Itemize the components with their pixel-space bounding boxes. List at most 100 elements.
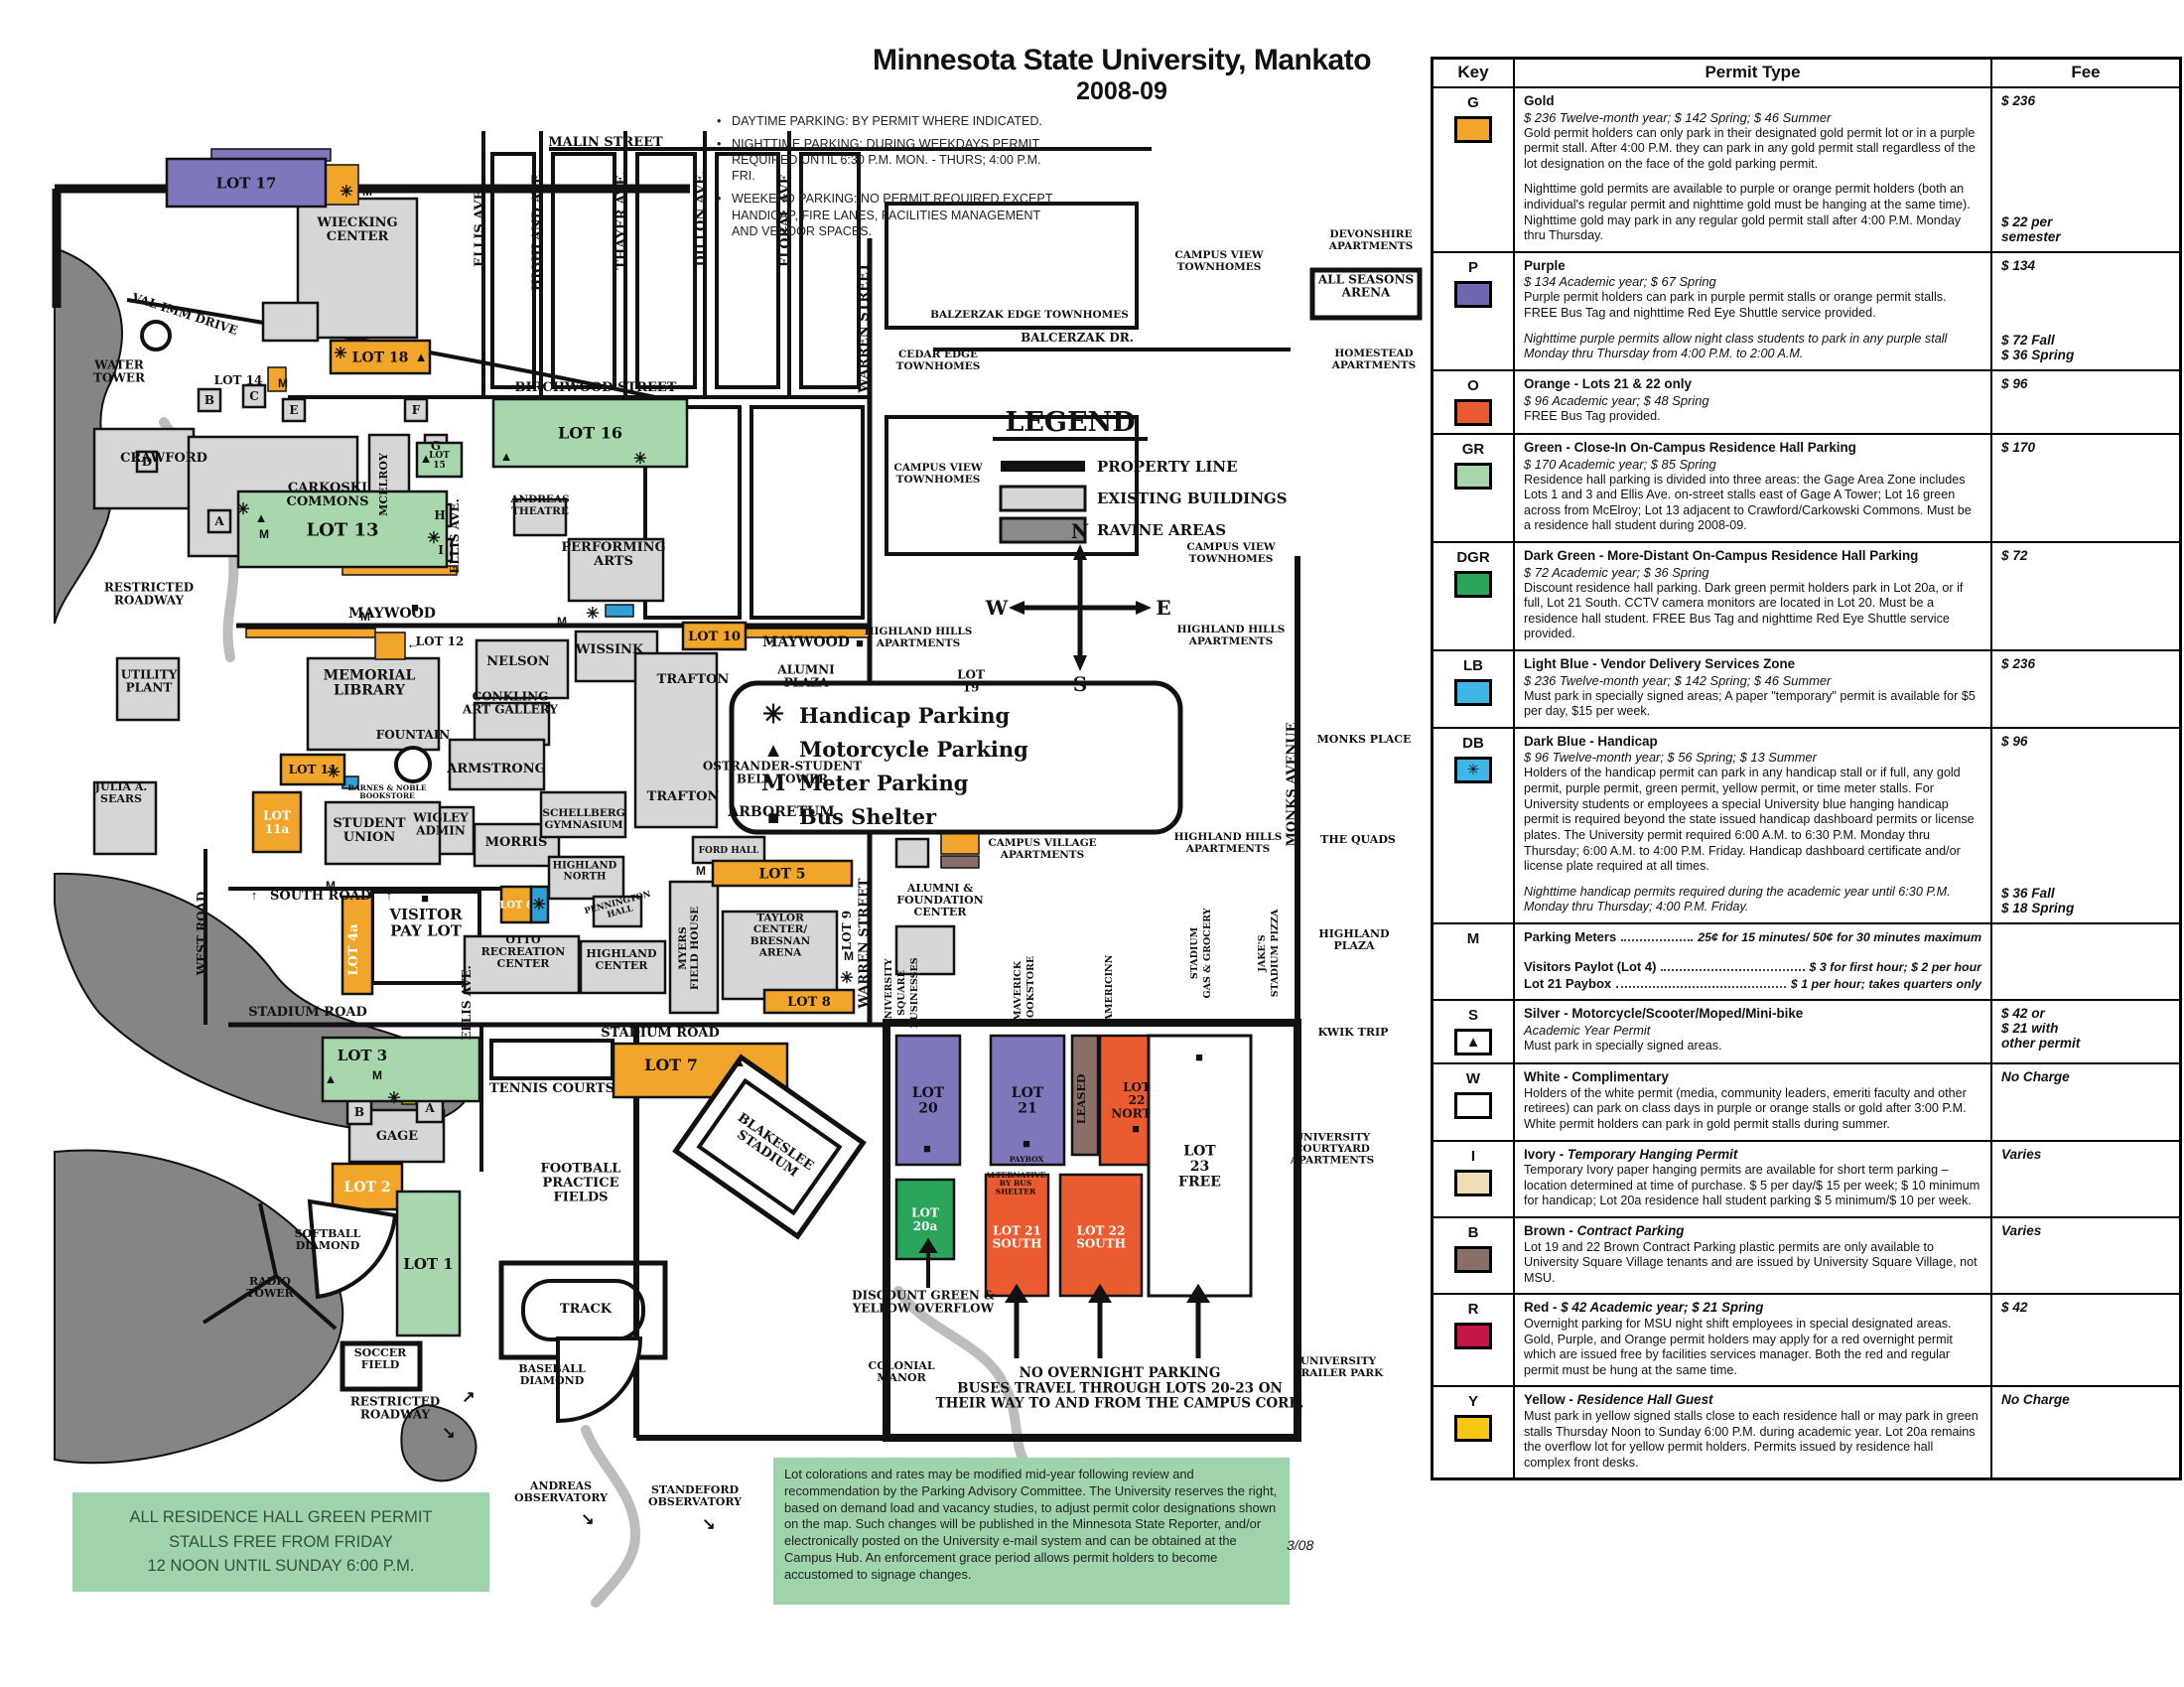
lot-colorations-note: Lot colorations and rates may be modifie…	[773, 1458, 1290, 1605]
permit-key-letter: GR	[1461, 440, 1485, 458]
permit-description-cell: Silver - Motorcycle/Scooter/Moped/Mini-b…	[1513, 1001, 1990, 1063]
fee-value: $ 72	[2001, 547, 2028, 563]
map-label: M	[696, 864, 706, 878]
permit-title: Light Blue - Vendor Delivery Services Zo…	[1524, 656, 1796, 672]
building	[135, 450, 159, 474]
map-label: ARMSTRONG	[446, 762, 545, 776]
building	[473, 701, 551, 747]
parking-lot-label: LOT 3	[338, 1047, 387, 1064]
map-label: ELLIS AVE.	[448, 498, 462, 574]
motorcycle-icon: ▲	[325, 1071, 338, 1086]
handicap-icon: ✳	[427, 530, 440, 547]
map-label: ↑	[251, 888, 258, 903]
permit-title: Gold	[1524, 93, 1555, 108]
building	[115, 656, 181, 722]
compass-north: N	[1071, 519, 1089, 543]
permit-description-cell: Gold$ 236 Twelve-month year; $ 142 Sprin…	[1513, 88, 1990, 251]
parking-strip	[245, 628, 376, 638]
bus-icon: ■	[411, 600, 419, 615]
parking-lot-label: LOT 7	[644, 1055, 698, 1074]
parking-lot-label: LOT 5	[758, 866, 805, 882]
building	[539, 790, 627, 839]
building	[547, 855, 625, 901]
map-label: GAGE	[376, 1129, 418, 1144]
symbol-legend-label: Meter Parking	[799, 771, 969, 795]
building	[306, 656, 441, 752]
fee-value: No Charge	[2001, 1392, 2070, 1408]
map-label: DISCOUNT GREEN &YELLOW OVERFLOW	[852, 1288, 995, 1315]
permit-description-cell: Orange - Lots 21 & 22 only$ 96 Academic …	[1513, 370, 1990, 433]
parking-lot-label: LOT 6	[499, 901, 533, 912]
building	[633, 651, 719, 829]
map-label: B	[205, 393, 214, 407]
map-label: STADIUM PIZZA	[1270, 909, 1281, 997]
map-label: F	[412, 403, 421, 417]
handicap-icon: ✳	[840, 970, 853, 987]
permit-key-cell: I	[1433, 1142, 1513, 1216]
parking-lot	[491, 397, 689, 469]
compass-east: E	[1156, 596, 1170, 620]
legend-item-label: EXISTING BUILDINGS	[1097, 490, 1288, 507]
building	[206, 508, 232, 534]
map-label: SOUTH ROAD	[270, 889, 371, 904]
building	[579, 939, 667, 995]
parking-strip	[374, 632, 406, 660]
map-label: MAVERICK	[1013, 960, 1024, 1021]
map-label: C	[249, 389, 259, 403]
permit-fee-cell: $ 42	[1990, 1295, 2179, 1386]
permit-fee-cell: $ 134$ 72 Fall$ 36 Spring	[1990, 252, 2179, 369]
bus-icon: ■	[421, 891, 429, 906]
blakeslee-stadium	[672, 1054, 867, 1240]
map-label: M	[557, 615, 567, 629]
permit-prices: $ 96 Twelve-month year; $ 56 Spring; $ 1…	[1524, 750, 1817, 766]
map-label: MAYWOOD	[348, 606, 436, 622]
arrow-head	[918, 1237, 938, 1253]
map-label: WISSINK	[575, 642, 644, 657]
map-label: MORRIS	[485, 835, 548, 850]
building	[721, 910, 839, 1001]
fee-value: Varies	[2001, 1222, 2042, 1238]
permit-color-swatch	[1454, 462, 1492, 490]
motorcycle-icon: ▲	[420, 451, 433, 466]
permit-body: Overnight parking for MSU night shift em…	[1524, 1316, 1953, 1377]
fee-value: $ 96	[2001, 733, 2028, 749]
fountain-icon	[394, 746, 432, 783]
legend-property-line-swatch	[1001, 461, 1085, 472]
fee-value: Varies	[2001, 1146, 2042, 1162]
campus-core-boundary	[883, 1019, 1301, 1442]
meter-line: Lot 21 Paybox$ 1 per hour; takes quarter…	[1524, 975, 1981, 991]
map-label: ELLIS AVE.	[460, 965, 474, 1041]
permit-key-cell: DGR	[1433, 543, 1513, 649]
compass-south: S	[1073, 672, 1087, 696]
header-key: Key	[1457, 63, 1489, 81]
handicap-icon: ✳	[334, 346, 346, 362]
building	[567, 537, 665, 603]
permit-title: Ivory - Temporary Hanging Permit	[1524, 1146, 1738, 1162]
map-label: STADIUM	[1189, 926, 1200, 979]
permit-key-letter: P	[1467, 258, 1478, 276]
permit-body: FREE Bus Tag provided.	[1524, 408, 1661, 423]
meter-line: Visitors Paylot (Lot 4)$ 3 for first hou…	[1524, 959, 1981, 975]
